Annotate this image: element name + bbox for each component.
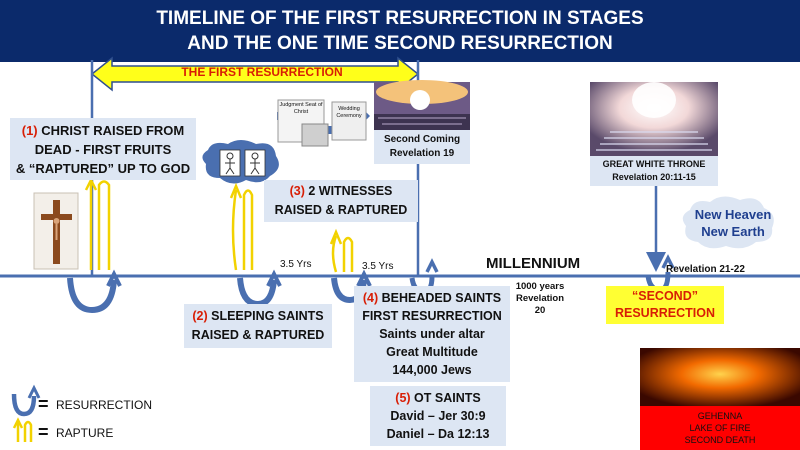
legend-resurrection-icon <box>11 384 41 417</box>
second-coming-image <box>374 80 470 130</box>
first-resurrection-label: THE FIRST RESURRECTION <box>181 65 343 79</box>
stage-2-line-1: SLEEPING SAINTS <box>207 309 324 323</box>
stage-4-line-5: 144,000 Jews <box>392 363 472 377</box>
stage-3-line-1: 2 WITNESSES <box>304 184 393 198</box>
courthouse-image <box>301 123 329 147</box>
second-resurrection-line-2: RESURRECTION <box>614 306 715 320</box>
stage-1-box: (1) CHRIST RAISED FROM DEAD - FIRST FRUI… <box>10 118 196 180</box>
stage-1-line-1: CHRIST RAISED FROM <box>37 123 185 138</box>
wedding-image <box>331 101 367 141</box>
sleeping-saints-cloud-icon <box>202 140 279 184</box>
stage-5-number: (5) <box>395 391 411 405</box>
new-heaven-line-2: New Earth <box>701 224 765 239</box>
resurrection-arrow-saints <box>237 269 282 308</box>
judgment-seat-label: Judgment Seat of Christ <box>279 102 323 115</box>
second-coming-line-2: Revelation 19 <box>389 148 455 159</box>
stage-4-line-4: Great Multitude <box>386 345 478 359</box>
stage-4-number: (4) <box>362 291 379 305</box>
second-coming-box: Second Coming Revelation 19 <box>374 130 470 164</box>
wedding-label: Wedding Ceremony <box>336 106 362 119</box>
rapture-arrow-saints <box>229 182 254 271</box>
thousand-years-label: 1000 years Revelation 20 <box>510 281 570 317</box>
legend-equals-1: = <box>38 394 49 414</box>
stage-5-line-3: Daniel – Da 12:13 <box>386 427 490 441</box>
stage-3-line-2: RAISED & RAPTURED <box>274 203 408 217</box>
yrs-label-1: 3.5 Yrs <box>280 259 312 270</box>
thousand-years-line-2: Revelation 20 <box>515 293 565 316</box>
title-banner: TIMELINE OF THE FIRST RESURRECTION IN ST… <box>0 0 800 62</box>
stage-2-number: (2) <box>192 309 208 323</box>
gehenna-line-2: LAKE OF FIRE <box>689 423 751 433</box>
legend-rapture-icon <box>12 417 33 442</box>
new-heaven-label: New Heaven New Earth <box>690 206 776 240</box>
new-heaven-line-1: New Heaven <box>694 207 772 222</box>
stage-4-line-1: BEHEADED SAINTS <box>381 291 502 305</box>
stage-4-line-2: FIRST RESURRECTION <box>362 309 502 323</box>
stage-5-box: (5) OT SAINTS David – Jer 30:9 Daniel – … <box>370 386 506 446</box>
stage-3-number: (3) <box>289 184 305 198</box>
white-throne-box: GREAT WHITE THRONE Revelation 20:11-15 <box>590 156 718 186</box>
thousand-years-line-1: 1000 years <box>515 281 565 292</box>
gehenna-label: GEHENNA LAKE OF FIRE SECOND DEATH <box>640 410 800 446</box>
stage-5-line-1: OT SAINTS <box>414 391 481 405</box>
legend-resurrection-label: RESURRECTION <box>56 398 153 412</box>
white-throne-image <box>590 82 718 156</box>
stage-3-box: (3) 2 WITNESSES RAISED & RAPTURED <box>264 180 418 222</box>
millennium-label: MILLENNIUM <box>486 255 581 272</box>
rapture-arrow-witnesses <box>329 228 354 273</box>
stage-1-number: (1) <box>21 123 38 138</box>
stage-5-line-2: David – Jer 30:9 <box>390 409 486 423</box>
title-line-2: AND THE ONE TIME SECOND RESURRECTION <box>187 33 613 54</box>
resurrection-arrow-christ <box>67 269 122 314</box>
cross-icon <box>33 192 79 270</box>
rapture-arrow-christ <box>84 177 111 270</box>
second-coming-line-1: Second Coming <box>383 134 461 145</box>
gehenna-line-1: GEHENNA <box>697 411 743 421</box>
stage-4-line-3: Saints under altar <box>379 327 485 341</box>
white-throne-line-1: GREAT WHITE THRONE <box>602 159 706 169</box>
stage-4-box: (4) BEHEADED SAINTS FIRST RESURRECTION S… <box>354 286 510 382</box>
second-resurrection-line-1: “SECOND” <box>632 289 698 303</box>
legend-rapture-label: RAPTURE <box>56 426 114 440</box>
stage-1-line-3: & “RAPTURED” UP TO GOD <box>15 161 191 176</box>
white-throne-line-2: Revelation 20:11-15 <box>612 172 696 182</box>
legend-equals-2: = <box>38 422 49 442</box>
gehenna-fire-image <box>640 348 800 406</box>
revelation-21-label: Revelation 21-22 <box>666 264 745 275</box>
new-heaven-cloud <box>682 196 774 249</box>
yrs-label-2: 3.5 Yrs <box>362 261 394 272</box>
title-line-1: TIMELINE OF THE FIRST RESURRECTION IN ST… <box>156 8 644 29</box>
stage-1-line-2: DEAD - FIRST FRUITS <box>34 142 172 157</box>
gehenna-box <box>640 406 800 450</box>
second-resurrection-box: “SECOND” RESURRECTION <box>606 286 724 324</box>
stage-2-line-2: RAISED & RAPTURED <box>191 328 325 342</box>
stage-2-box: (2) SLEEPING SAINTS RAISED & RAPTURED <box>184 304 332 348</box>
gehenna-line-3: SECOND DEATH <box>684 435 756 445</box>
